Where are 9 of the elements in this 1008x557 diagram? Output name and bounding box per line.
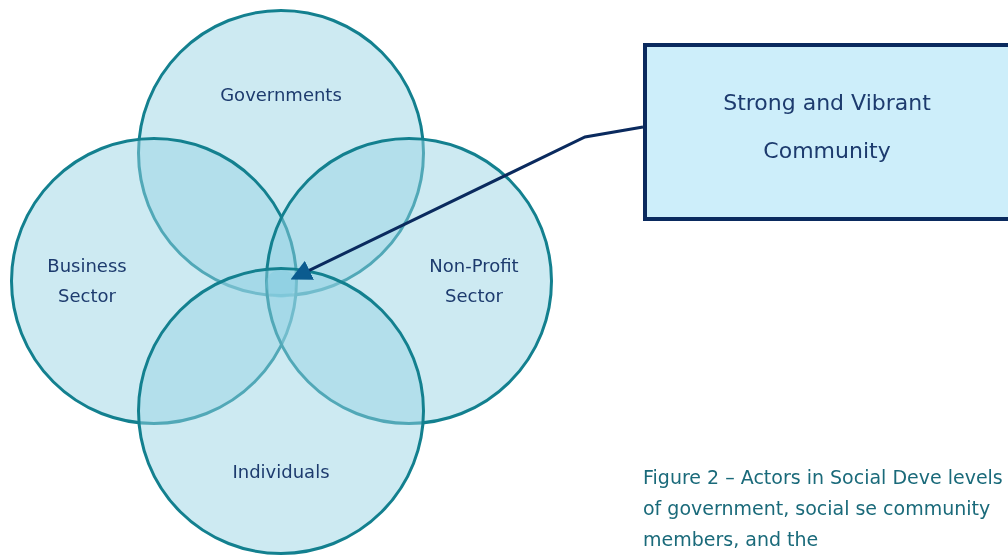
outcome-box xyxy=(643,43,1008,221)
circle-label: Non-Profit Sector xyxy=(428,254,520,308)
leader-arrow xyxy=(290,125,644,280)
box-label: Strong and Vibrant Community xyxy=(722,89,932,165)
center-overlap xyxy=(266,270,296,298)
circle-label: Business Sector xyxy=(46,254,128,308)
circle-label: Individuals xyxy=(231,460,331,484)
circle-label: Governments xyxy=(219,83,343,107)
figure-caption: Figure 2 – Actors in Social Deve levels of government, social se community members, and the xyxy=(643,465,1004,552)
